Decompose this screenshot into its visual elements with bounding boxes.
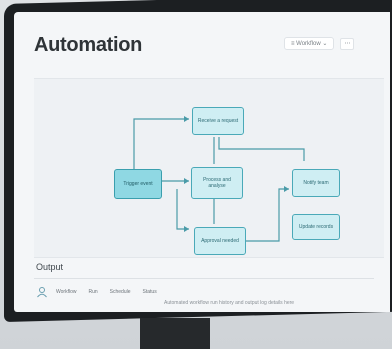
arrowhead-process [184,178,189,184]
arrowhead-notify [284,186,289,192]
arrowhead-approval [184,226,189,232]
app-window: Automation ≡ Workflow ⌄ ⋯ [14,12,390,312]
flow-node-process[interactable]: Process and analyse [191,167,243,199]
more-options-icon[interactable]: ⋯ [340,37,355,50]
page-title: Automation [34,34,143,56]
connector-request-to-notify [218,137,305,161]
view-selector-button[interactable]: ≡ Workflow ⌄ [284,37,335,50]
flow-node-request[interactable]: Receive a request [192,107,244,135]
flow-node-notify[interactable]: Notify team [292,169,340,197]
connector-approval-to-notify [239,188,289,242]
output-label: Output [36,262,64,272]
toolbar: ≡ Workflow ⌄ ⋯ [284,37,355,50]
output-description: Automated workflow run history and outpu… [164,300,295,306]
output-panel: Output Workflow Run Schedule Status Auto… [34,262,384,312]
monitor-stand [140,318,210,349]
output-item-workflow[interactable]: Workflow [56,289,77,295]
workflow-canvas[interactable]: Receive a request Trigger event Process … [34,78,384,258]
flow-node-approval[interactable]: Approval needed [194,227,246,255]
output-item-status[interactable]: Status [142,289,157,295]
output-item-run[interactable]: Run [88,289,98,295]
flow-node-records[interactable]: Update records [292,214,340,240]
output-item-schedule[interactable]: Schedule [109,289,131,295]
flow-node-trigger[interactable]: Trigger event [114,169,162,199]
divider [34,278,374,279]
connector-trigger-to-request [133,118,189,181]
connector-trigger-to-approval [176,189,189,230]
user-icon [37,287,47,298]
output-meta-row: Workflow Run Schedule Status [56,289,157,295]
workflow-connectors [133,116,305,242]
arrowhead-request [184,116,189,122]
